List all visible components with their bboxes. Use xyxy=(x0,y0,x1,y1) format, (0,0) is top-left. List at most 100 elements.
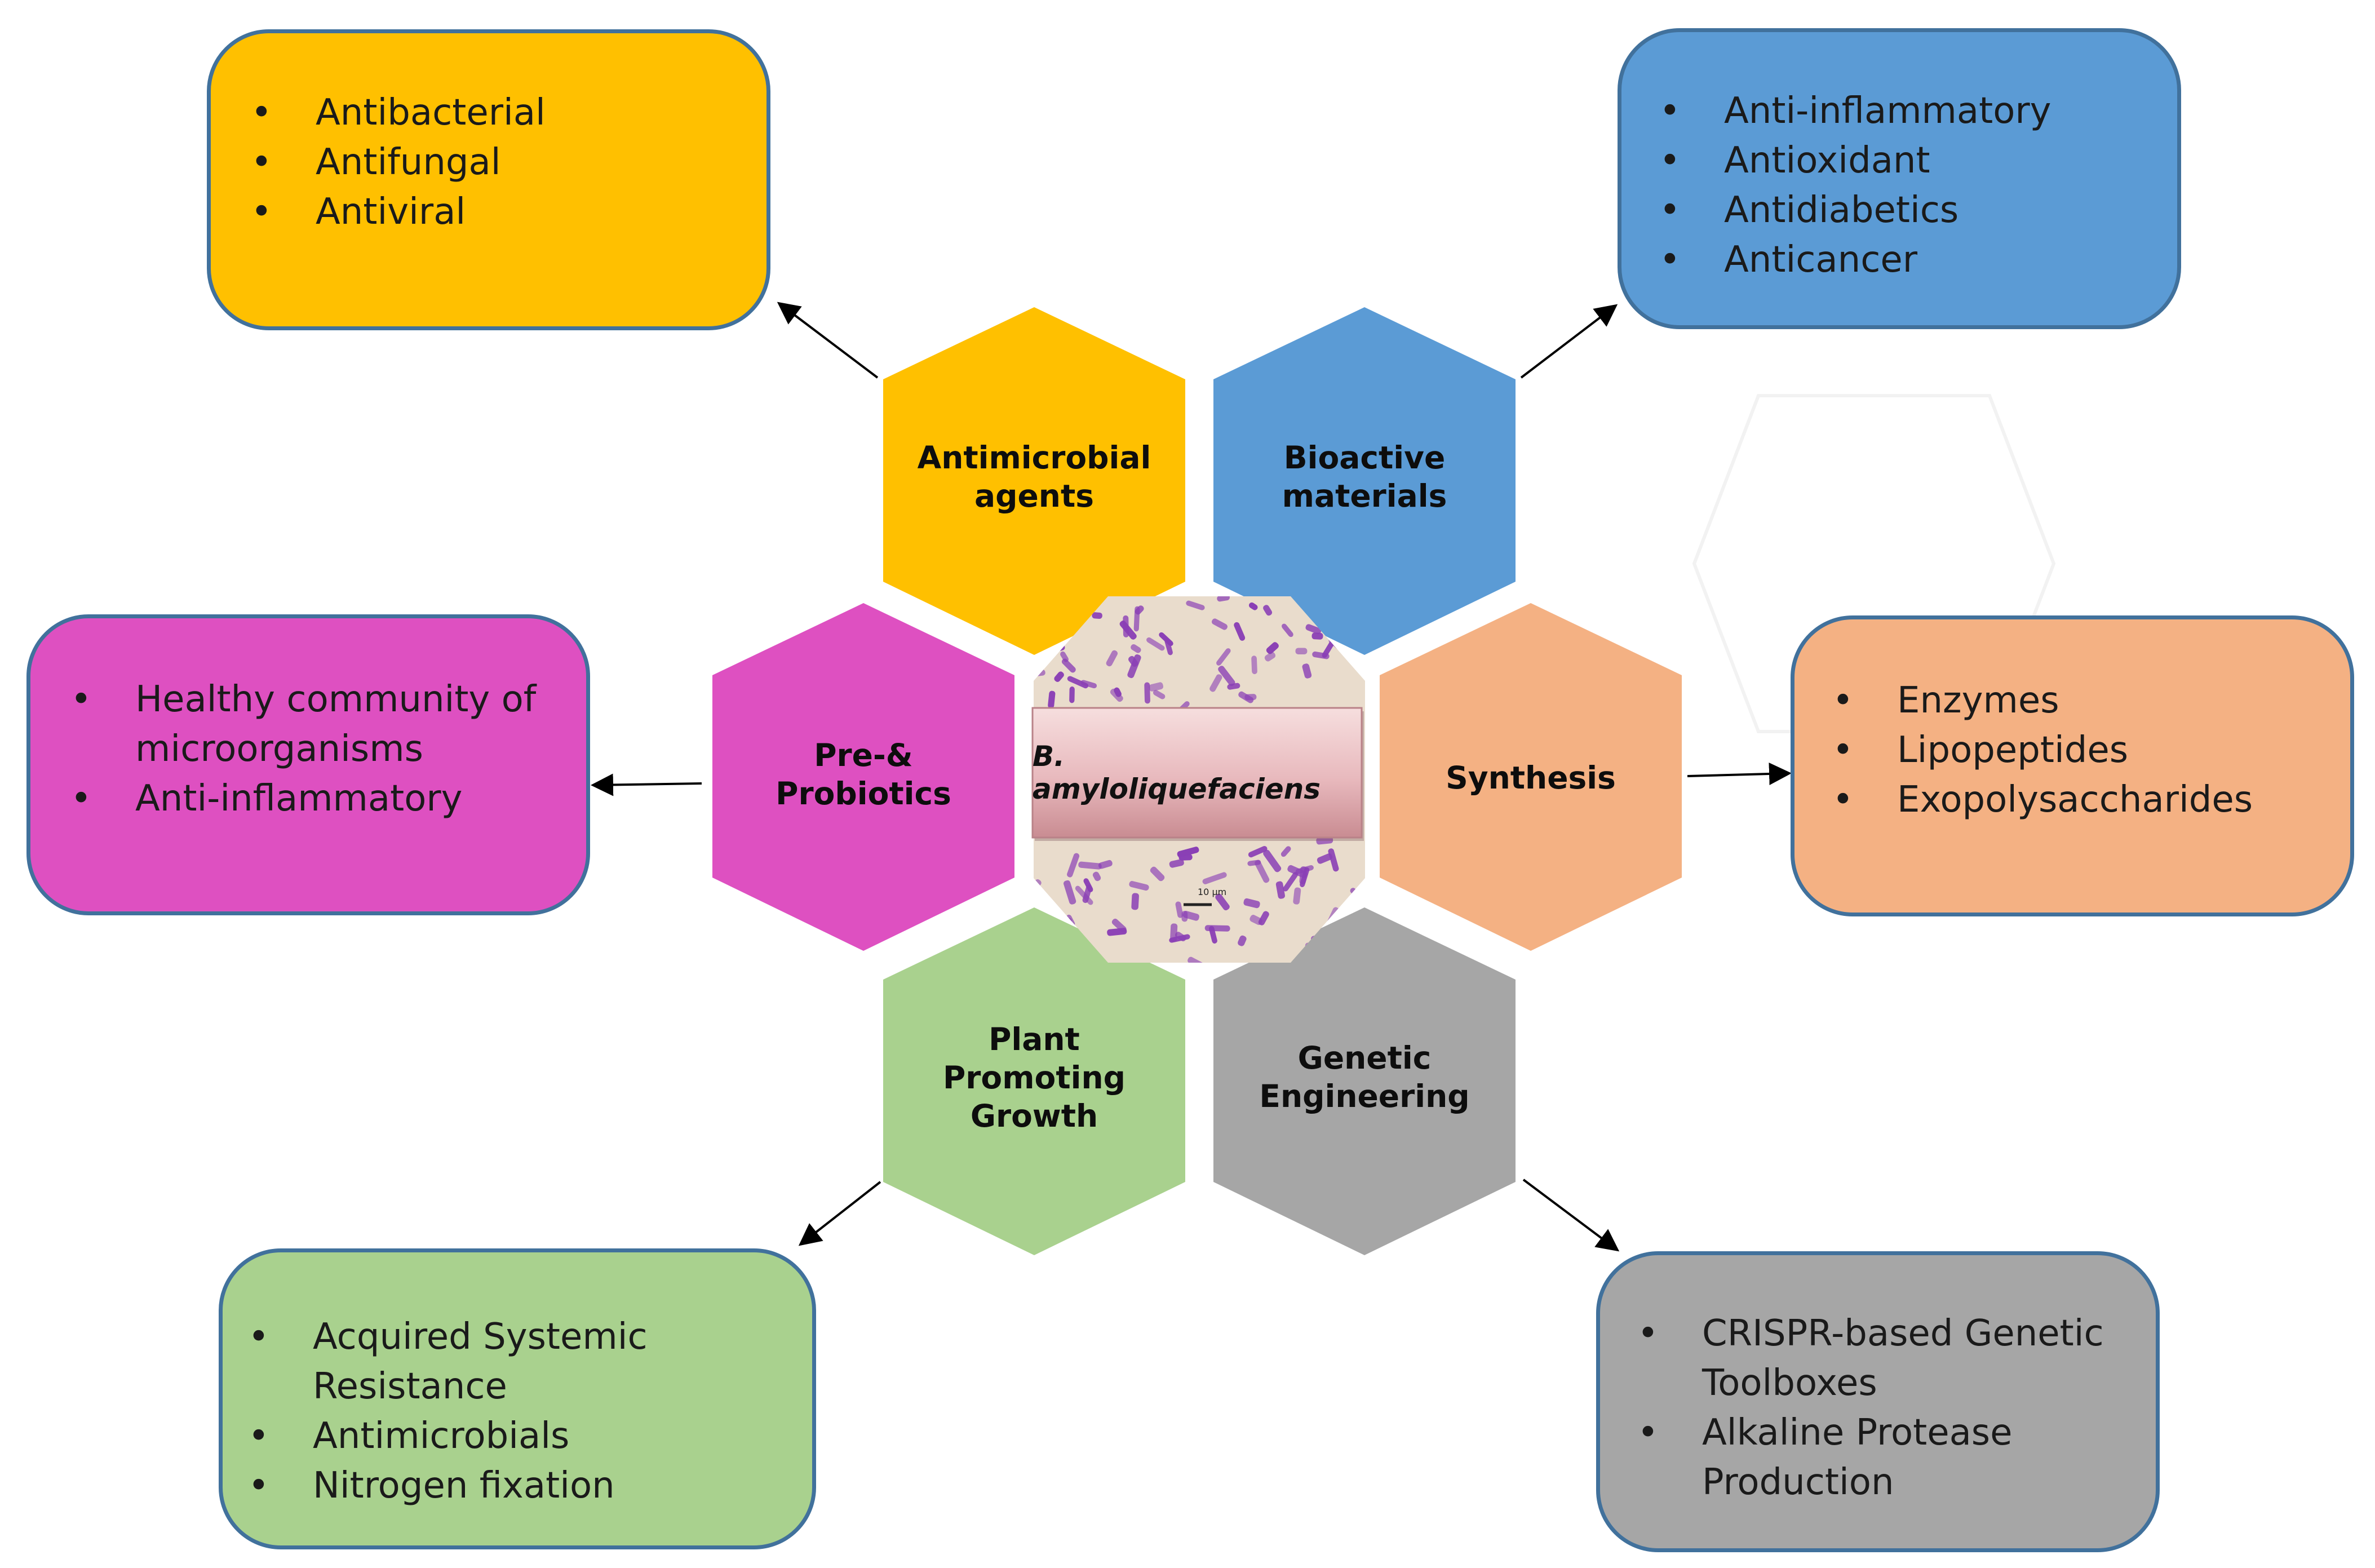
bacterium-cell xyxy=(1293,887,1301,905)
bacterium-cell xyxy=(1287,865,1308,879)
box-synthesis: Enzymes Lipopeptides Exopolysaccharides xyxy=(1791,615,2354,916)
bacterium-cell xyxy=(1169,859,1184,868)
label-line: Engineering xyxy=(1259,1078,1470,1114)
bacterium-cell xyxy=(1131,893,1139,910)
list-item: Exopolysaccharides xyxy=(1832,775,2350,825)
bacterium-cell xyxy=(1216,648,1231,666)
bacterium-cell xyxy=(1209,674,1222,692)
bacterium-cell xyxy=(1264,652,1276,662)
list-item: Alkaline Protease Production xyxy=(1637,1408,2156,1507)
label-line: Growth xyxy=(970,1098,1098,1134)
list-item: Antibacterial xyxy=(251,88,766,138)
bacterium-cell xyxy=(1082,884,1092,903)
bacterium-cell xyxy=(1295,648,1308,654)
list-item: Antimicrobials xyxy=(248,1411,812,1461)
bacterium-cell xyxy=(1092,871,1101,882)
label-line: Antimicrobial xyxy=(917,440,1151,476)
bacterium-cell xyxy=(1322,639,1336,658)
bacterium-cell xyxy=(1263,849,1282,872)
bacterium-cell xyxy=(1202,872,1227,884)
list-item: CRISPR-based Genetic Toolboxes xyxy=(1637,1309,2156,1408)
bacterium-cell xyxy=(1106,650,1118,667)
bacterium-cell xyxy=(1069,686,1075,703)
label-line: materials xyxy=(1282,478,1447,514)
bacterium-cell xyxy=(1215,893,1230,911)
bacterium-cell xyxy=(1275,881,1286,899)
arrow-antimicrobial xyxy=(777,302,879,379)
bacterium-cell xyxy=(1204,925,1230,932)
bacterium-cell xyxy=(1149,682,1164,692)
bacterium-cell xyxy=(1255,860,1270,883)
bacterium-cell xyxy=(1131,644,1141,653)
bacterium-cell xyxy=(1054,671,1064,682)
bacterium-cell xyxy=(1034,879,1042,894)
list-item-line: CRISPR-based Genetic xyxy=(1702,1313,2104,1354)
bacterium-cell xyxy=(1067,853,1080,878)
bacterium-cell xyxy=(1317,853,1333,864)
bacterium-cell xyxy=(1178,854,1193,861)
bacterium-cell xyxy=(1350,888,1365,906)
bacterium-cell xyxy=(1263,605,1273,616)
hexagon-label-plant: Plant Promoting Growth xyxy=(890,1020,1178,1135)
hexagon-probiotics xyxy=(712,603,1014,951)
bacterium-cell xyxy=(1123,615,1129,637)
bacterium-cell xyxy=(1282,623,1293,637)
hexagon-label-bioactive: Bioactive materials xyxy=(1221,438,1508,515)
list-genetic: CRISPR-based Genetic Toolboxes Alkaline … xyxy=(1637,1309,2156,1507)
bacterium-cell xyxy=(1311,632,1323,640)
bacterium-cell xyxy=(1238,935,1247,946)
bacterium-cell xyxy=(1316,836,1333,845)
list-antimicrobial: Antibacterial Antifungal Antiviral xyxy=(251,88,766,237)
bacterium-cell xyxy=(1146,637,1165,651)
list-item: Anti-inflammatory xyxy=(70,774,586,823)
scale-bar-label: 10 μm xyxy=(1198,887,1226,897)
bacterium-cell xyxy=(1092,612,1102,619)
hexagon-genetic xyxy=(1213,907,1516,1255)
bacterium-cell xyxy=(1159,632,1173,646)
list-item-line: microorganisms xyxy=(135,728,423,770)
bacterium-cell xyxy=(1110,688,1123,702)
hexagon-bioactive xyxy=(1213,307,1516,655)
hexagon-label-probiotics: Pre-& Probiotics xyxy=(720,736,1007,813)
bacterium-cell xyxy=(1135,605,1144,615)
arrow-plant xyxy=(798,1181,881,1246)
arrow-probiotics xyxy=(591,773,702,796)
label-line: Genetic xyxy=(1297,1040,1432,1076)
arrow-genetic xyxy=(1522,1179,1620,1252)
hexagon-label-genetic: Genetic Engineering xyxy=(1221,1039,1508,1115)
bacterium-cell xyxy=(1186,600,1205,610)
box-antimicrobial: Antibacterial Antifungal Antiviral xyxy=(207,29,770,330)
label-line: Plant xyxy=(989,1021,1080,1057)
bacterium-cell xyxy=(1063,880,1076,905)
bacterium-cell xyxy=(1243,898,1260,909)
bacterium-cell xyxy=(1251,655,1257,675)
bacterium-cell xyxy=(1305,624,1322,635)
bacterium-cell xyxy=(1144,682,1150,704)
bacterium-cell xyxy=(1169,934,1190,943)
list-item: Anticancer xyxy=(1659,235,2177,285)
list-item: Antioxidant xyxy=(1659,136,2177,185)
bacterium-cell xyxy=(1355,662,1365,670)
center-label-plate xyxy=(1031,707,1364,841)
bacterium-cell xyxy=(1080,680,1097,689)
list-plant: Acquired Systemic Resistance Antimicrobi… xyxy=(248,1312,812,1511)
bacterium-cell xyxy=(1266,642,1279,654)
list-item: Antiviral xyxy=(251,187,766,237)
faint-hexagon-outline xyxy=(1692,394,2056,733)
bacterium-cell xyxy=(1150,866,1165,882)
bacterium-cell xyxy=(1234,622,1246,641)
bacterium-cell xyxy=(1248,602,1258,610)
box-bioactive: Anti-inflammatory Antioxidant Antidiabet… xyxy=(1618,28,2181,329)
bacterium-cell xyxy=(1188,956,1207,963)
list-item: Enzymes xyxy=(1832,676,2350,725)
bacterium-cell xyxy=(1098,860,1113,869)
list-item-line: Production xyxy=(1702,1461,1894,1503)
bacterium-cell xyxy=(1212,618,1228,630)
bacterium-cell xyxy=(1280,846,1291,857)
list-item: Antifungal xyxy=(251,138,766,187)
bacterium-cell xyxy=(1107,928,1127,936)
list-probiotics: Healthy community of microorganisms Anti… xyxy=(70,675,586,823)
bacterium-cell xyxy=(1248,846,1268,858)
bacterium-cell xyxy=(1218,666,1235,686)
hexagon-label-antimicrobial: Antimicrobial agents xyxy=(890,438,1178,515)
